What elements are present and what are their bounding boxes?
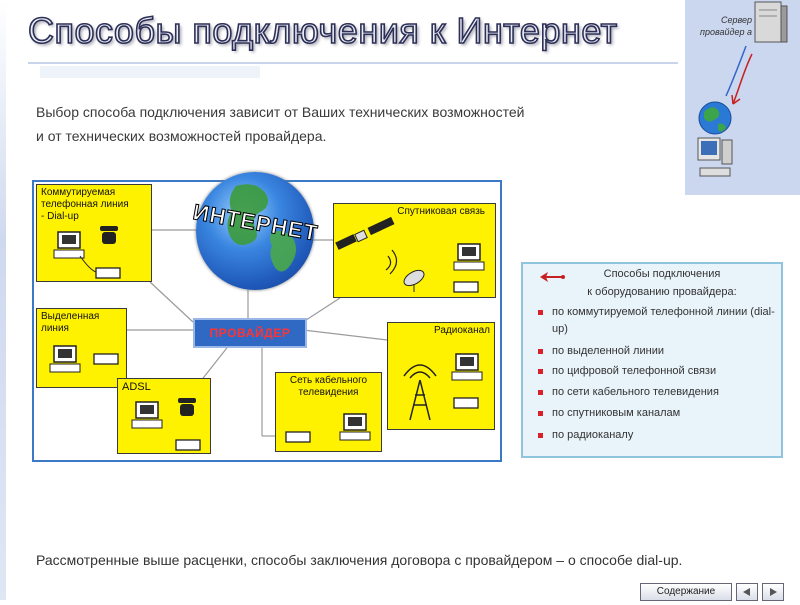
radio-modem-icon — [453, 397, 479, 409]
computer-icon — [697, 137, 733, 177]
legend-item: по выделенной линии — [538, 343, 778, 360]
node-dialup: Коммутируемая телефонная линия - Dial-up — [36, 184, 152, 282]
bullet-icon — [538, 433, 543, 438]
legend-item: по цифровой телефонной связи — [538, 363, 778, 380]
satellite-icon — [335, 216, 395, 250]
leased-computer-icon — [49, 345, 81, 373]
intro-line-1: Выбор способа подключения зависит от Ваш… — [36, 104, 525, 120]
node-adsl-title: ADSL — [122, 381, 151, 393]
node-leased-title: Выделенная линия — [41, 311, 100, 334]
node-satellite-title: Спутниковая связь — [397, 206, 485, 217]
nav-forward-button[interactable] — [762, 583, 784, 601]
legend-item: по коммутируемой телефонной линии (dial-… — [538, 304, 778, 338]
legend-title: Способы подключения к оборудованию прова… — [548, 265, 776, 301]
blue-arrow-globe-to-server — [725, 45, 747, 97]
adsl-phone-icon — [178, 398, 196, 416]
node-radio-title: Радиоканал — [434, 325, 490, 336]
node-dialup-title: Коммутируемая телефонная линия — [41, 187, 129, 210]
provider-box: ПРОВАЙДЕР — [193, 318, 307, 348]
radio-computer-icon — [451, 353, 483, 381]
faded-subtitle-bar — [40, 66, 260, 78]
cable-computer-icon — [339, 413, 371, 441]
node-dialup-sub: - Dial-up — [41, 211, 79, 222]
server-tower-icon — [754, 1, 788, 43]
adsl-computer-icon — [131, 401, 163, 429]
dialup-phone-icon — [100, 226, 118, 244]
cable-modem-icon — [285, 431, 311, 443]
satellite-signal — [385, 249, 398, 275]
connection-methods-panel — [521, 262, 783, 458]
legend-title-line2: к оборудованию провайдера: — [587, 286, 737, 298]
satellite-dish-icon — [403, 269, 425, 292]
legend-item: по радиоканалу — [538, 427, 778, 444]
bullet-icon — [538, 369, 543, 374]
page-title: Способы подключения к Интернет — [27, 9, 618, 52]
legend-item: по сети кабельного телевидения — [538, 384, 778, 401]
triangle-left-icon — [743, 588, 750, 596]
server-label: Сервер провайдер а — [700, 15, 752, 37]
nav-back-button[interactable] — [736, 583, 758, 601]
satellite-computer-icon — [453, 243, 485, 271]
legend-item: по спутниковым каналам — [538, 405, 778, 422]
bullet-icon — [538, 310, 543, 315]
footer-text: Рассмотренные выше расценки, способы зак… — [36, 552, 683, 568]
globe-continents — [227, 184, 296, 272]
internet-globe — [196, 172, 314, 290]
back-arrow-icon — [540, 272, 565, 282]
title-underline — [28, 62, 678, 64]
node-cable-title: Сеть кабельного телевидения — [289, 375, 368, 398]
dialup-modem-icon — [95, 267, 121, 279]
bullet-icon — [538, 390, 543, 395]
node-leased: Выделенная линия — [36, 308, 127, 388]
contents-button[interactable]: Содержание — [640, 583, 732, 601]
small-globe-icon — [698, 101, 732, 135]
bullet-icon — [538, 349, 543, 354]
triangle-right-icon — [770, 588, 777, 596]
leased-modem-icon — [93, 353, 119, 365]
bullet-icon — [538, 411, 543, 416]
legend-title-line1: Способы подключения — [603, 268, 721, 280]
left-gradient-bar — [0, 0, 6, 600]
intro-line-2: и от технических возможностей провайдера… — [36, 128, 327, 144]
radio-tower-icon — [403, 364, 437, 421]
adsl-modem-icon — [175, 439, 201, 451]
intro-text: Выбор способа подключения зависит от Ваш… — [36, 100, 596, 148]
satellite-modem-icon — [453, 281, 479, 293]
dialup-computer-icon — [53, 231, 85, 259]
red-arrow-server-to-globe — [732, 53, 753, 105]
